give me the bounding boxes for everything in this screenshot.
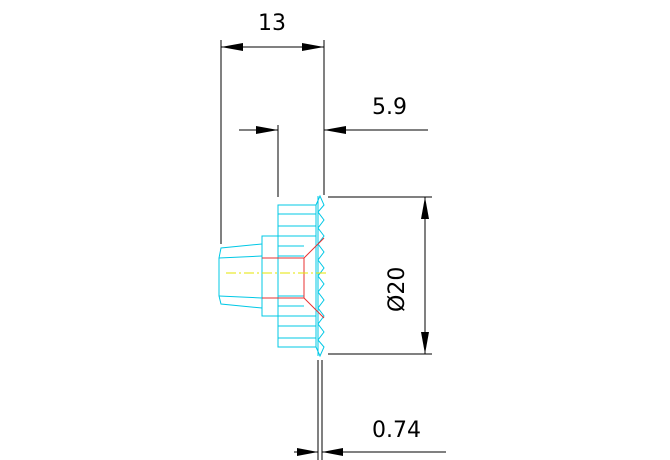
part-outline xyxy=(218,194,325,358)
lip-edge xyxy=(315,194,325,358)
arrow-right-icon xyxy=(322,448,343,456)
dimension-diameter: Ø20 xyxy=(328,196,432,355)
arrow-bottom-icon xyxy=(421,332,429,354)
nozzle-outline xyxy=(218,243,263,309)
countersink-top-line xyxy=(303,237,325,259)
dimension-flange-width: 5.9 xyxy=(239,95,428,197)
dimension-lip-thickness: 0.74 xyxy=(294,360,446,460)
arrow-right-icon xyxy=(324,126,346,134)
flange-body-outline xyxy=(277,204,317,348)
arrow-right-icon xyxy=(302,43,324,51)
arrow-left-icon xyxy=(297,448,318,456)
lip-thickness-label: 0.74 xyxy=(372,418,421,443)
overall-length-label: 13 xyxy=(258,11,286,36)
flange-width-label: 5.9 xyxy=(372,95,407,120)
countersink-bottom-line xyxy=(303,297,325,319)
nozzle-edge-bottom xyxy=(218,295,263,299)
collar-outline xyxy=(261,235,279,317)
nozzle-edge-top xyxy=(218,255,263,259)
arrow-left-icon xyxy=(221,43,243,51)
arrow-left-icon xyxy=(256,126,278,134)
inner-bore xyxy=(262,237,325,319)
dimension-overall-length: 13 xyxy=(220,11,325,244)
arrow-top-icon xyxy=(421,197,429,219)
diameter-label: Ø20 xyxy=(385,267,410,312)
